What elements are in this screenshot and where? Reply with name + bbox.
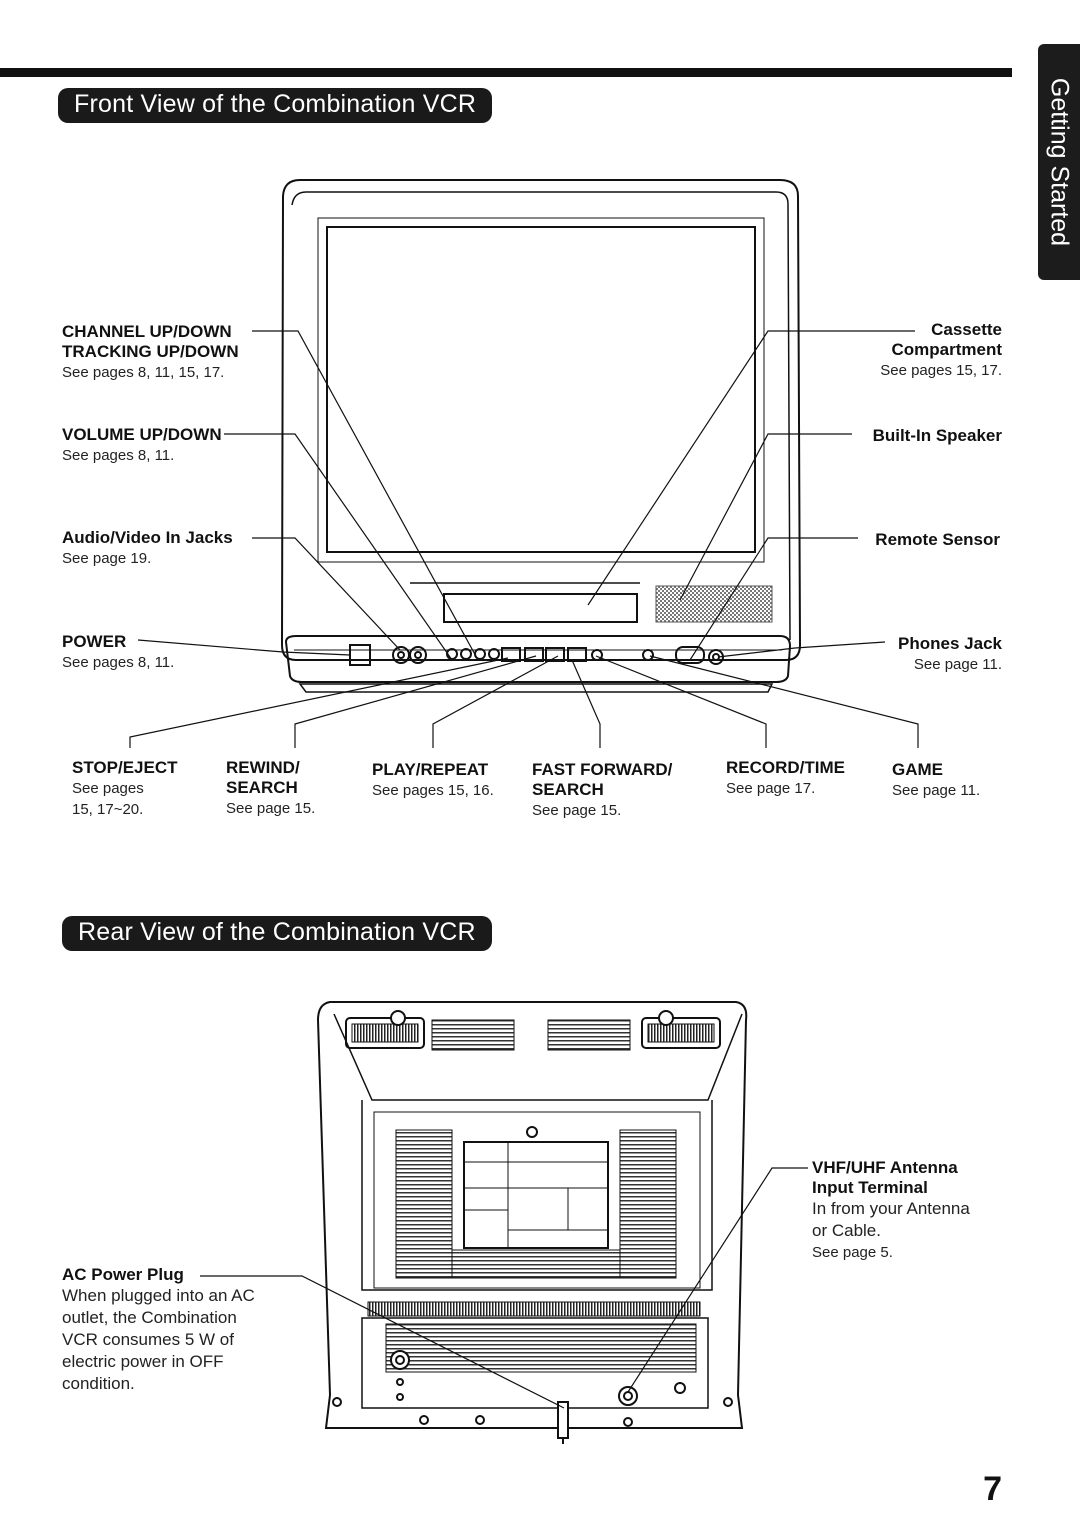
- label-antenna-name: VHF/UHF Antenna: [812, 1158, 958, 1177]
- label-record-name: RECORD/TIME: [726, 758, 845, 777]
- label-rewind: REWIND/ SEARCH See page 15.: [226, 758, 315, 819]
- label-play-ref: See pages 15, 16.: [372, 782, 494, 799]
- label-ac-desc-line: VCR consumes 5 W of: [62, 1330, 234, 1349]
- label-ac-name: AC Power Plug: [62, 1265, 184, 1284]
- label-channel-tracking: CHANNEL UP/DOWN TRACKING UP/DOWN See pag…: [62, 322, 239, 383]
- label-phones-name: Phones Jack: [898, 634, 1002, 653]
- label-game-ref: See page 11.: [892, 782, 981, 799]
- label-power-ref: See pages 8, 11.: [62, 654, 175, 671]
- label-antenna-desc1: In from your Antenna: [812, 1199, 970, 1218]
- tv-screen: [326, 226, 756, 553]
- label-av-jacks: Audio/Video In Jacks See page 19.: [62, 528, 233, 569]
- label-stop-ref: See pages: [72, 780, 144, 797]
- label-ac-desc-line: condition.: [62, 1374, 135, 1393]
- label-av-ref: See page 19.: [62, 550, 152, 567]
- front-panel: [284, 635, 792, 683]
- label-play-name: PLAY/REPEAT: [372, 760, 489, 779]
- label-channel-name: CHANNEL UP/DOWN: [62, 322, 232, 341]
- label-antenna-name2: Input Terminal: [812, 1178, 928, 1197]
- label-ac-plug: AC Power Plug When plugged into an AC ou…: [62, 1265, 255, 1395]
- section-tab: Getting Started: [1038, 44, 1080, 280]
- label-phones: Phones Jack See page 11.: [898, 634, 1002, 675]
- page-number: 7: [983, 1470, 1002, 1508]
- rear-view-title: Rear View of the Combination VCR: [62, 916, 492, 951]
- label-antenna-ref: See page 5.: [812, 1244, 893, 1261]
- label-power-name: POWER: [62, 632, 127, 651]
- label-speaker-name: Built-In Speaker: [872, 426, 1002, 445]
- label-compartment-name: Compartment: [891, 340, 1002, 359]
- label-channel-ref: See pages 8, 11, 15, 17.: [62, 364, 225, 381]
- label-tracking-name: TRACKING UP/DOWN: [62, 342, 239, 361]
- label-ff-ref: See page 15.: [532, 802, 622, 819]
- label-remote-sensor: Remote Sensor: [875, 530, 1000, 550]
- label-antenna-desc2: or Cable.: [812, 1221, 881, 1240]
- label-play: PLAY/REPEAT See pages 15, 16.: [372, 760, 494, 801]
- label-phones-ref: See page 11.: [913, 656, 1002, 673]
- label-ac-desc-line: outlet, the Combination: [62, 1308, 237, 1327]
- rear-cabinet: [316, 1001, 748, 1429]
- label-game-name: GAME: [892, 760, 943, 779]
- label-rewind-ref: See page 15.: [226, 800, 316, 817]
- label-rewind-name: REWIND/: [226, 758, 300, 777]
- label-ac-desc-line: When plugged into an AC: [62, 1286, 255, 1305]
- label-ff-name: FAST FORWARD/: [532, 760, 673, 779]
- label-volume: VOLUME UP/DOWN See pages 8, 11.: [62, 425, 222, 466]
- label-stop-name: STOP/EJECT: [72, 758, 178, 777]
- label-cassette-name: Cassette: [931, 320, 1002, 339]
- label-volume-ref: See pages 8, 11.: [62, 447, 175, 464]
- label-ac-desc-line: electric power in OFF: [62, 1352, 224, 1371]
- label-cassette-ref: See pages 15, 17.: [880, 362, 1002, 379]
- label-volume-name: VOLUME UP/DOWN: [62, 425, 222, 444]
- label-record-ref: See page 17.: [726, 780, 816, 797]
- cassette-slot: [443, 593, 638, 623]
- label-record: RECORD/TIME See page 17.: [726, 758, 845, 799]
- label-rewind-name2: SEARCH: [226, 778, 298, 797]
- label-stop-ref2: 15, 17~20.: [72, 801, 144, 818]
- label-power: POWER See pages 8, 11.: [62, 632, 174, 673]
- label-speaker: Built-In Speaker: [873, 426, 1002, 446]
- label-game: GAME See page 11.: [892, 760, 980, 801]
- label-av-name: Audio/Video In Jacks: [62, 528, 233, 547]
- front-view-title: Front View of the Combination VCR: [58, 88, 493, 123]
- top-rule: [0, 68, 1012, 77]
- label-cassette: Cassette Compartment See pages 15, 17.: [880, 320, 1002, 381]
- label-antenna: VHF/UHF Antenna Input Terminal In from y…: [812, 1158, 970, 1263]
- speaker-grille: [655, 585, 773, 623]
- label-ff-name2: SEARCH: [532, 780, 604, 799]
- power-button-shape: [349, 644, 371, 666]
- label-fast-forward: FAST FORWARD/ SEARCH See page 15.: [532, 760, 672, 821]
- label-stop-eject: STOP/EJECT See pages 15, 17~20.: [72, 758, 178, 820]
- label-remote-name: Remote Sensor: [875, 530, 1000, 549]
